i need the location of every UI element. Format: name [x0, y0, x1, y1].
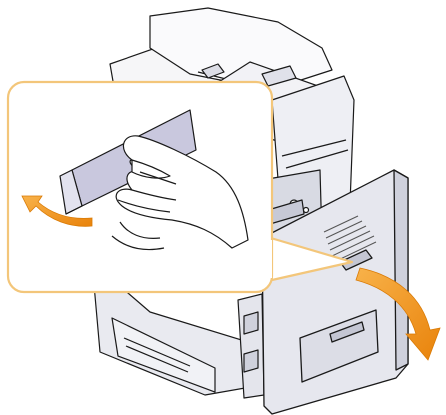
- printer-illustration: [0, 0, 446, 415]
- illustration-canvas: [0, 0, 446, 415]
